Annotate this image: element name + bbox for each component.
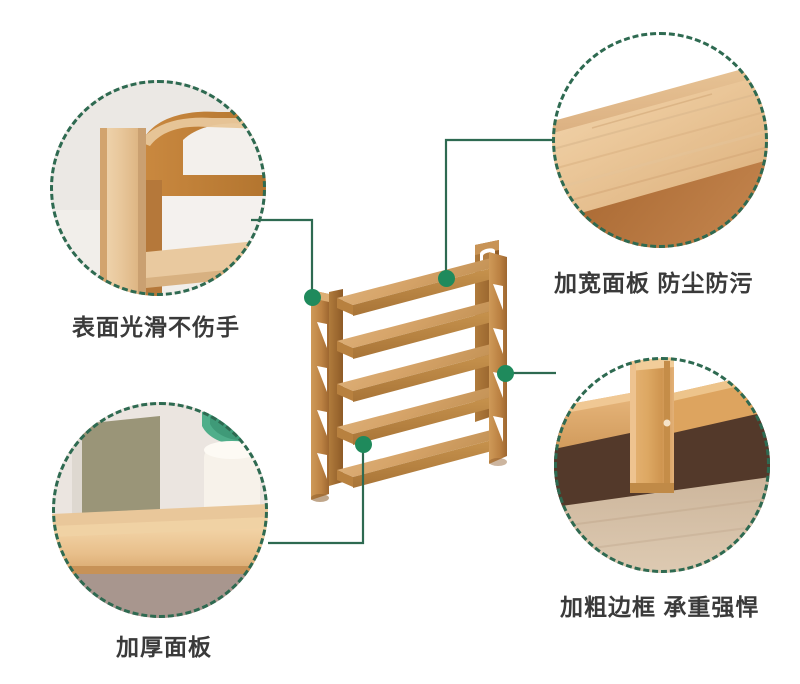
photo-smooth-surface-svg	[50, 80, 266, 296]
callout-photo-smooth-surface	[50, 80, 266, 296]
photo-wide-panel-svg	[552, 32, 768, 248]
hotspot-dot-thick-frame[interactable]	[496, 364, 514, 382]
shoe-rack-svg	[311, 240, 507, 502]
callout-photo-wide-panel	[552, 32, 768, 248]
rack-front-left-upright	[311, 290, 329, 500]
photo-thick-frame-svg	[554, 357, 770, 573]
hotspot-dot-thick-panel[interactable]	[354, 435, 372, 453]
callout-photo-thick-frame	[554, 357, 770, 573]
rack-shelf-tier-2	[337, 301, 507, 359]
caption-smooth-surface: 表面光滑不伤手	[72, 314, 240, 340]
caption-thick-panel: 加厚面板	[116, 634, 212, 660]
callout-photo-thick-panel	[52, 402, 268, 618]
hotspot-dot-smooth-surface[interactable]	[303, 288, 321, 306]
rack-front-right-upright	[489, 252, 507, 464]
caption-wide-panel: 加宽面板 防尘防污	[554, 270, 754, 296]
hotspot-dot-wide-panel[interactable]	[437, 269, 455, 287]
photo-thick-panel-svg	[52, 402, 268, 618]
caption-thick-frame: 加粗边框 承重强悍	[560, 594, 760, 620]
rack-shelf-tier-4	[337, 387, 507, 445]
product-image-shoe-rack	[293, 232, 525, 532]
rack-shelf-tier-3	[337, 344, 507, 402]
